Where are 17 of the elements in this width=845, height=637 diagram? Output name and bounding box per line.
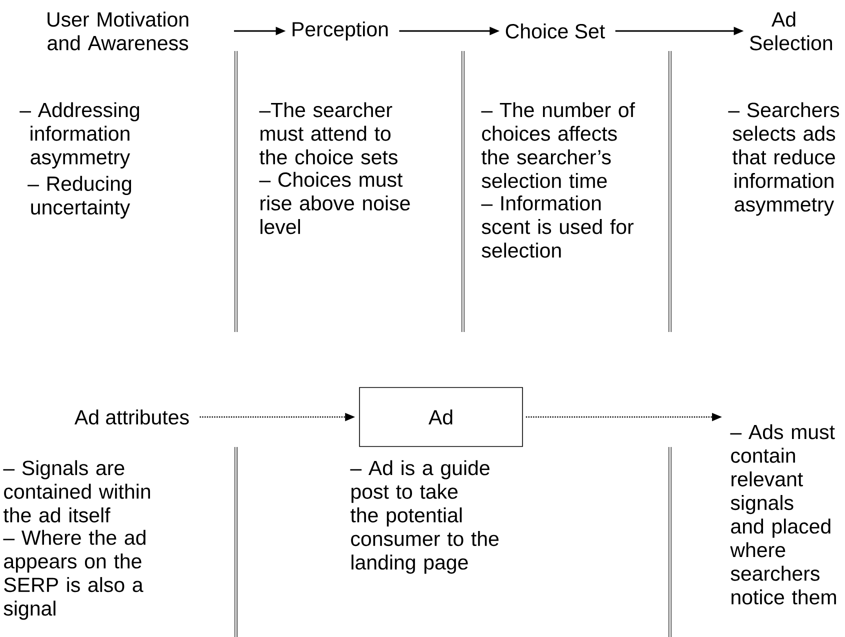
- description-text: – The number of choices affects the searcher’s selection time: [481, 102, 636, 188]
- description-text: – Searchers selects ads that reduce information asymmetry: [728, 102, 840, 216]
- description-text: – Ad is a guide post to take the potential consumer to the landing page: [350, 460, 499, 574]
- description-text: – Signals are contained within the ad itself: [3, 460, 150, 522]
- stage-heading: User Motivation and Awareness: [48, 12, 188, 50]
- description-text: – Addressing information asymmetry: [20, 102, 140, 168]
- stage-heading: Choice Set: [506, 23, 605, 39]
- ad-box: Ad: [359, 387, 523, 447]
- description-text: – Ads must contain relevant signals and placed where searchers notice them: [730, 424, 836, 604]
- stage-heading: Perception: [292, 21, 388, 41]
- description-text: – Information scent is used for selection: [481, 195, 634, 258]
- description-text: – Reducing uncertainty: [28, 176, 132, 219]
- description-text: –The searcher must attend to the choice sets: [259, 102, 398, 164]
- description-text: – Choices must rise above noise level: [259, 172, 410, 234]
- description-text: – Where the ad appears on the SERP is also a signal: [3, 530, 146, 620]
- stage-heading: Ad Selection: [750, 12, 832, 50]
- stage-heading: Ad attributes: [74, 409, 189, 425]
